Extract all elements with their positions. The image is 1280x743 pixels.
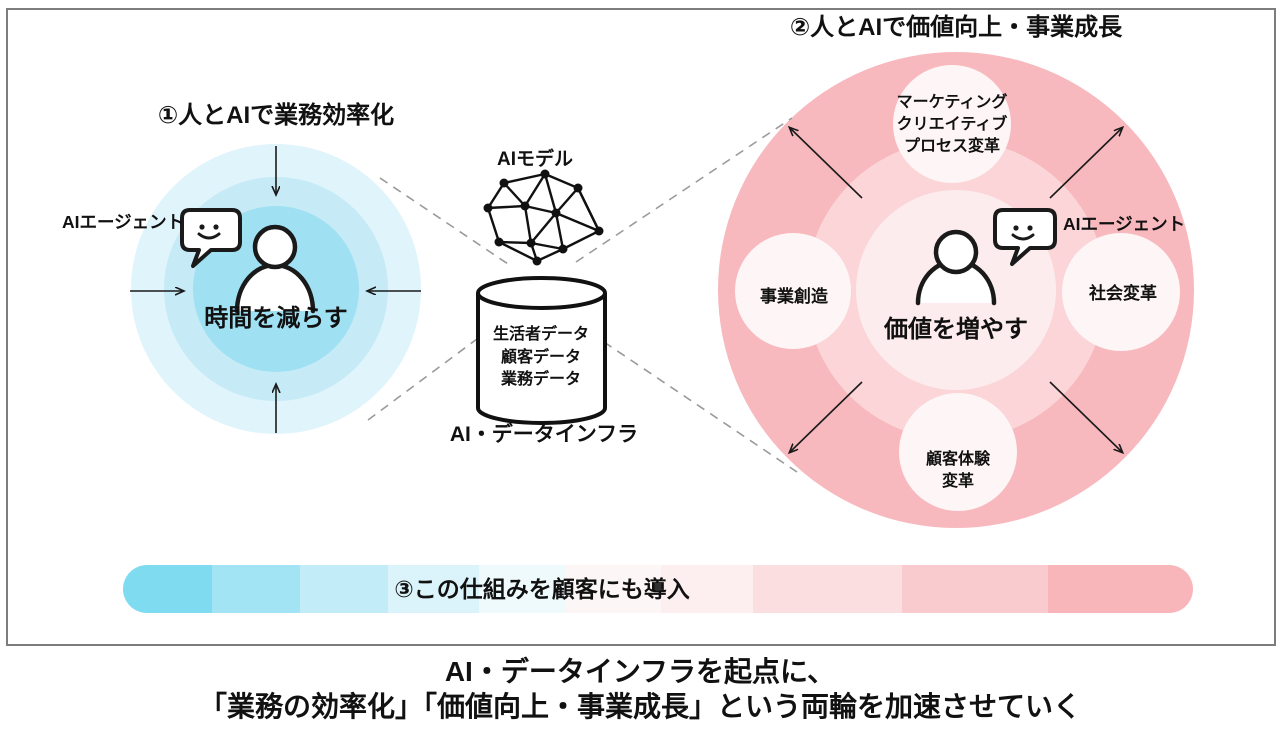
bar-segment [1048, 565, 1193, 613]
satellite-label-customer-experience: 顧客体験 変革 [926, 449, 990, 493]
satellite-label-social-change: 社会変革 [1089, 284, 1157, 303]
satellite-line: マーケティング [896, 94, 1008, 111]
blue-circle-inner [193, 206, 359, 372]
ai-data-infra-label: AI・データインフラ [449, 423, 639, 446]
right-section-title: ②人とAIで価値向上・事業成長 [789, 14, 1123, 41]
bar-segment [123, 565, 212, 613]
satellite-label-business-creation: 事業創造 [760, 287, 828, 306]
cylinder-line: 業務データ [500, 371, 582, 388]
satellite-line: 顧客体験 [925, 451, 991, 468]
bar-segment [902, 565, 1048, 613]
bar-segment [388, 565, 479, 613]
gradient-bar: ③この仕組みを顧客にも導入 [123, 565, 1193, 613]
bar-segment [566, 565, 661, 613]
caption-line-1: AI・データインフラを起点に、 [444, 656, 836, 687]
pink-circle-inner [856, 190, 1056, 390]
gradient-bar-label: ③この仕組みを顧客にも導入 [394, 576, 690, 602]
satellite-circle-customer-experience [899, 393, 1017, 511]
bar-segment [479, 565, 566, 613]
satellite-circle-social-change [1062, 233, 1180, 351]
satellite-label-marketing: マーケティング クリエイティブ プロセス変革 [897, 92, 1008, 158]
bar-segment [753, 565, 902, 613]
blue-center-text: 時間を減らす [204, 305, 348, 332]
cylinder-line: 生活者データ [492, 326, 590, 343]
caption-line-2: 「業務の効率化」「価値向上・事業成長」という両輪を加速させていく [198, 691, 1081, 722]
cylinder-data-lines: 生活者データ 顧客データ 業務データ [493, 324, 589, 392]
satellite-line: プロセス変革 [903, 138, 1001, 155]
pink-center-text: 価値を増やす [884, 316, 1028, 343]
agent-label-left: AIエージェント [62, 212, 185, 232]
bar-segment [300, 565, 388, 613]
agent-label-right: AIエージェント [1063, 214, 1186, 234]
cylinder-line: 顧客データ [500, 348, 582, 366]
satellite-line: クリエイティブ [896, 116, 1008, 133]
bar-segment [212, 565, 300, 613]
left-section-title: ①人とAIで業務効率化 [157, 102, 395, 129]
ai-model-label: AIモデル [496, 149, 574, 170]
bottom-caption: AI・データインフラを起点に、 「業務の効率化」「価値向上・事業成長」という両輪… [0, 654, 1280, 724]
bar-segment [661, 565, 753, 613]
satellite-line: 変革 [941, 473, 975, 490]
satellite-circle-marketing [893, 65, 1011, 183]
